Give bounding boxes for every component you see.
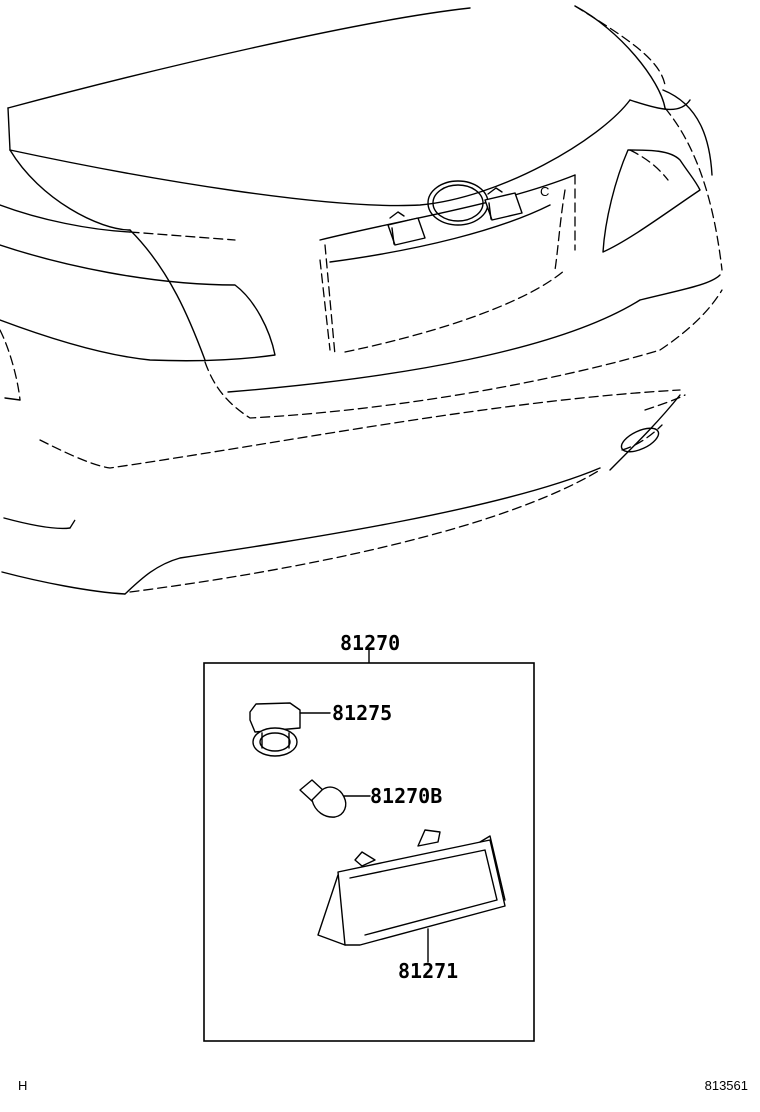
trunk-emblem-letter: C bbox=[540, 184, 549, 199]
car-rear-illustration: C bbox=[0, 5, 723, 595]
corner-mark: H bbox=[18, 1078, 28, 1093]
license-lamp-right bbox=[484, 187, 523, 221]
assembly-part-number: 81270 bbox=[340, 631, 400, 655]
parts-assembly-box: 81270 81275 81270B 81271 bbox=[203, 631, 535, 1042]
socket-part-number: 81275 bbox=[332, 701, 392, 725]
lens-part bbox=[317, 829, 506, 963]
reference-code: 813561 bbox=[704, 1078, 748, 1093]
bulb-part-number: 81270B bbox=[370, 784, 442, 808]
lens-part-number: 81271 bbox=[398, 959, 458, 983]
bulb-part bbox=[299, 779, 371, 818]
socket-part bbox=[249, 702, 331, 757]
license-lamp-left bbox=[387, 211, 426, 246]
